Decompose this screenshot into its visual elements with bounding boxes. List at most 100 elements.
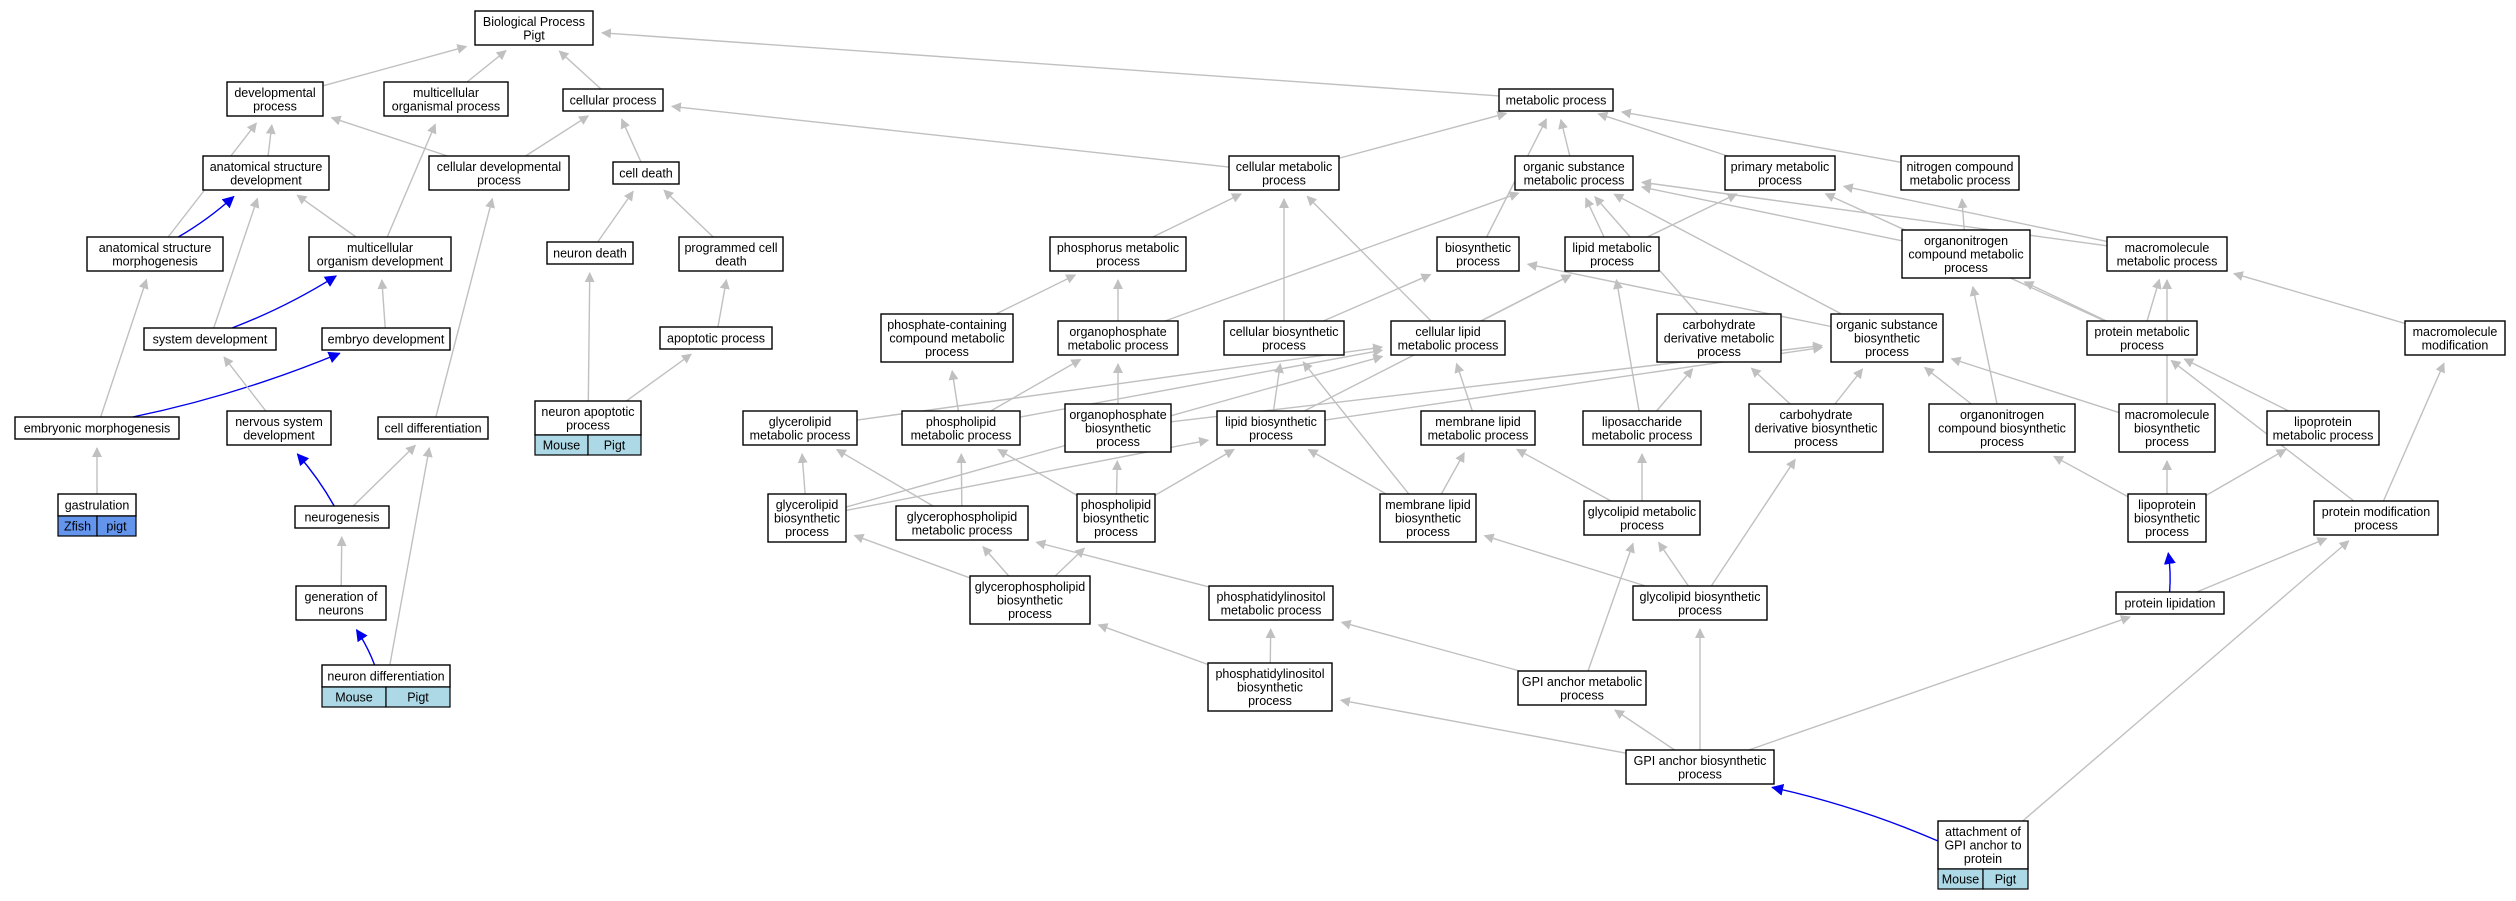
edge-ndiff-to-genn bbox=[355, 628, 376, 666]
node-label-line: carbohydrate bbox=[1780, 408, 1853, 422]
node-box bbox=[1064, 403, 1172, 453]
edge-oncmp-to-osmp bbox=[1640, 183, 1903, 242]
node-box bbox=[2106, 236, 2228, 272]
edge-gpiabp-to-plip bbox=[1748, 615, 2131, 751]
node-box bbox=[226, 81, 324, 117]
node-cellp[interactable]: cellular process bbox=[562, 88, 664, 112]
node-celldeath[interactable]: cell death bbox=[612, 161, 680, 185]
node-celldiff[interactable]: cell differentiation bbox=[377, 416, 489, 440]
node-box bbox=[2118, 403, 2216, 453]
node-label-line: process bbox=[785, 525, 829, 539]
edge-opmp-to-osmp bbox=[1164, 191, 1520, 322]
node-label-line: cell differentiation bbox=[384, 422, 481, 436]
edge-lmp-to-pmp bbox=[1646, 193, 1738, 238]
node-apop[interactable]: apoptotic process bbox=[659, 326, 773, 350]
edge-mlmp-to-clmp bbox=[1454, 362, 1473, 412]
organism-tag-label: Pigt bbox=[407, 691, 429, 705]
node-plip[interactable]: protein lipidation bbox=[2115, 591, 2225, 615]
node-label-line: process bbox=[1678, 767, 1722, 781]
node-label-line: process bbox=[2145, 435, 2189, 449]
node-sysdev[interactable]: system development bbox=[143, 327, 277, 351]
node-box bbox=[474, 10, 594, 46]
edge-phmp-to-cmp bbox=[1152, 193, 1242, 238]
node-met[interactable]: metabolic process bbox=[1498, 88, 1614, 112]
node-label-line: cellular process bbox=[570, 94, 657, 108]
node-label-line: process bbox=[1262, 338, 1306, 352]
node-box bbox=[1436, 236, 1520, 272]
node-embdev[interactable]: embryo development bbox=[321, 327, 451, 351]
edge-plbp-to-plmp bbox=[997, 448, 1078, 496]
edge-embm-to-asm bbox=[100, 278, 149, 418]
node-box bbox=[546, 241, 634, 265]
node-label-line: death bbox=[715, 254, 746, 268]
node-box bbox=[14, 416, 180, 440]
edge-attach-to-gpiabp bbox=[1771, 783, 1939, 842]
node-ndeath[interactable]: neuron death bbox=[546, 241, 634, 265]
node-label-line: liposaccharide bbox=[1602, 415, 1682, 429]
node-embm[interactable]: embryonic morphogenesis bbox=[14, 416, 180, 440]
node-box bbox=[1223, 320, 1345, 356]
node-box bbox=[1379, 493, 1477, 543]
edge-ncmp-to-met bbox=[1620, 108, 1902, 164]
node-neurog[interactable]: neurogenesis bbox=[294, 505, 390, 529]
edge-embm-to-embdev bbox=[132, 351, 341, 418]
edge-plbp-to-opbp bbox=[1112, 459, 1123, 495]
edge-oncbp-to-osbp bbox=[1923, 366, 1972, 405]
organism-tag-label: pigt bbox=[106, 520, 127, 534]
